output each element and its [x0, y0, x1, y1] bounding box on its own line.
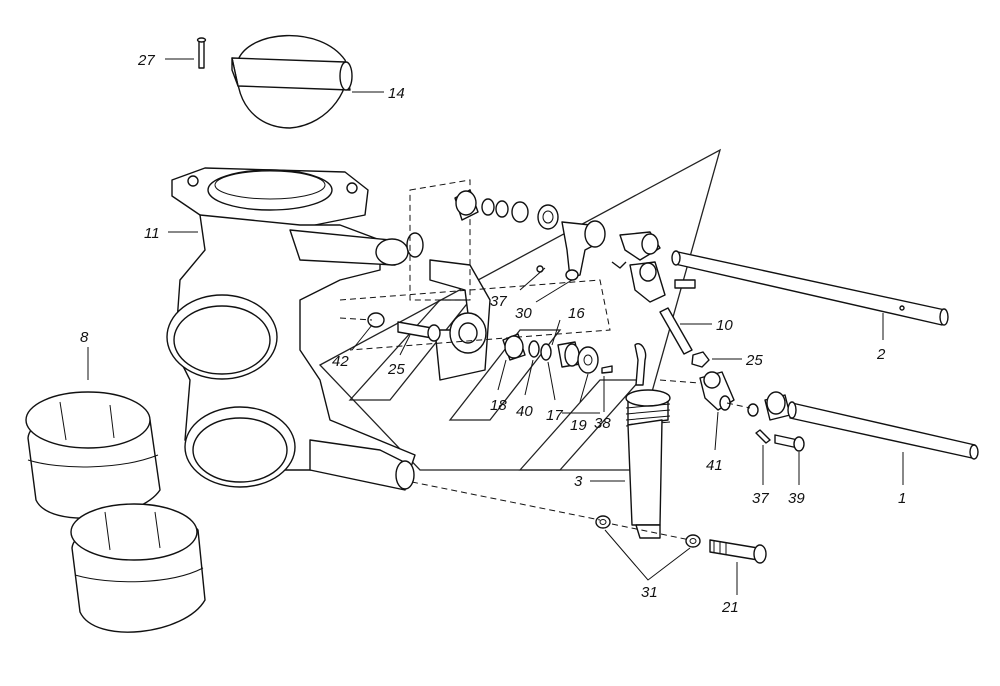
callout-25-right: 25 — [745, 352, 763, 369]
part-2-rod — [671, 250, 949, 326]
callout-2: 2 — [876, 346, 886, 363]
part-25-bolt-left — [397, 321, 441, 342]
callout-1: 1 — [898, 490, 906, 507]
part-39-bolt — [774, 434, 805, 452]
part-31-washer-right — [685, 534, 701, 548]
callout-42: 42 — [332, 353, 349, 370]
callout-30: 30 — [515, 305, 532, 322]
callout-27: 27 — [137, 52, 155, 69]
part-21-bolt — [709, 539, 767, 564]
callout-16: 16 — [568, 305, 585, 322]
alignment-lines — [339, 317, 751, 541]
callout-21: 21 — [721, 599, 739, 616]
callout-17: 17 — [546, 407, 563, 424]
callout-40: 40 — [516, 403, 533, 420]
part-3-cylinder — [625, 343, 671, 539]
callout-19: 19 — [570, 417, 587, 434]
callout-14: 14 — [388, 85, 405, 102]
callout-37-upper: 37 — [490, 293, 507, 310]
callout-3: 3 — [574, 473, 583, 490]
callout-25-left: 25 — [387, 361, 405, 378]
callout-41: 41 — [706, 457, 723, 474]
callout-10: 10 — [716, 317, 733, 334]
part-8-sleeve-upper — [25, 391, 161, 519]
callout-11: 11 — [144, 225, 160, 242]
leader-lines — [87, 58, 904, 595]
part-14-cover — [231, 34, 353, 129]
callout-labels: 27 14 11 8 37 30 16 10 2 42 25 25 18 40 … — [80, 52, 906, 616]
part-1-rod — [747, 391, 979, 460]
part-11-housing — [166, 167, 491, 491]
part-27-pin — [196, 37, 207, 69]
part-10-pin — [659, 307, 693, 355]
part-37-pin-right — [755, 429, 771, 444]
callout-37-lower: 37 — [752, 490, 769, 507]
callout-38: 38 — [594, 415, 611, 432]
part-25-nut-right — [691, 351, 710, 368]
callout-8: 8 — [80, 329, 89, 346]
callout-31: 31 — [641, 584, 658, 601]
callout-18: 18 — [490, 397, 507, 414]
part-41-fork — [699, 371, 735, 411]
middle-bushing-assembly — [502, 333, 613, 374]
part-42-nut — [367, 312, 385, 328]
callout-39: 39 — [788, 490, 805, 507]
part-31-washer-left — [595, 515, 611, 529]
part-8-sleeve-lower — [70, 503, 206, 633]
upper-lever-assembly — [339, 179, 696, 351]
